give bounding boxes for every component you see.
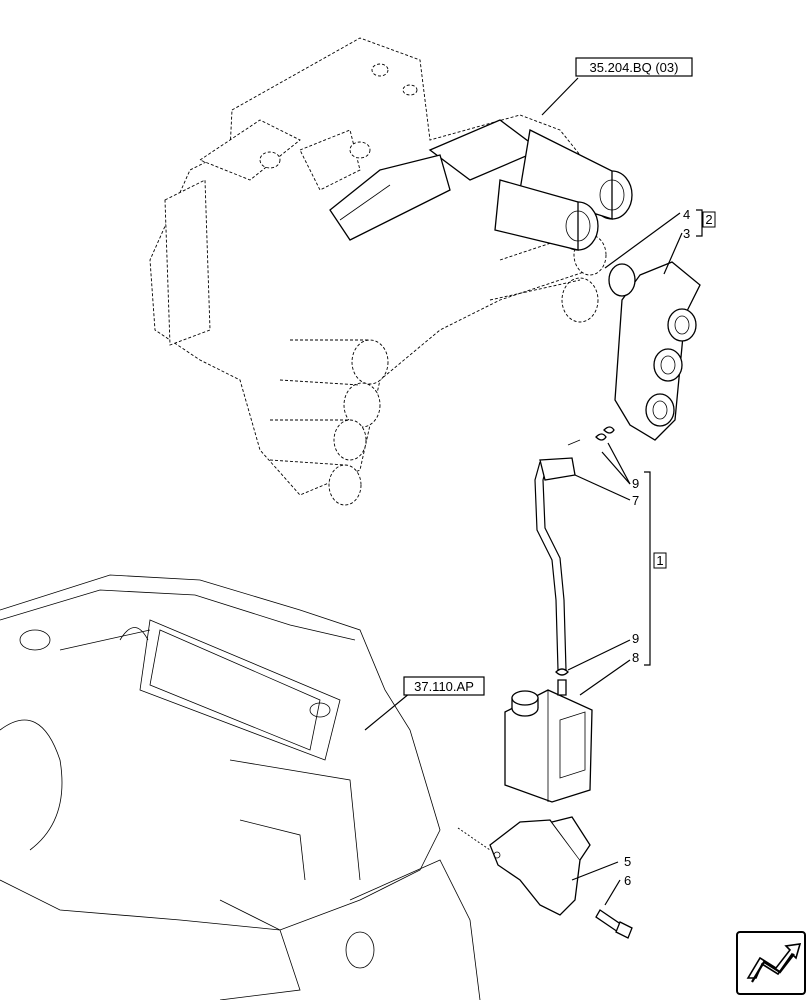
housing-reference-text: 37.110.AP: [414, 679, 474, 694]
housing-ref-leader: [364, 692, 411, 731]
leader-4: [604, 212, 681, 269]
group-bracket-1: [644, 471, 651, 666]
next-page-arrow-icon[interactable]: [736, 931, 806, 995]
callout-5: 5: [624, 854, 631, 869]
callout-2-box: 2: [702, 211, 716, 228]
callout-7: 7: [632, 493, 639, 508]
valve-block-ghost: [149, 37, 607, 506]
callout-1: 1: [656, 553, 663, 568]
callout-3: 3: [683, 226, 690, 241]
callout-6: 6: [624, 873, 631, 888]
callout-2: 2: [705, 212, 712, 227]
valve-ref-leader: [541, 77, 579, 116]
bolt: [595, 909, 633, 939]
callout-8: 8: [632, 650, 639, 665]
callout-1-box: 1: [653, 552, 667, 569]
valve-reference-text: 35.204.BQ (03): [590, 60, 679, 75]
callout-9-bottom: 9: [632, 631, 639, 646]
housing-reference-box[interactable]: 37.110.AP: [403, 676, 485, 696]
leader-9b: [601, 451, 631, 485]
reservoir-bottle: [504, 679, 593, 803]
o-ring: [608, 263, 636, 297]
callout-4: 4: [683, 207, 690, 222]
bracket-leader-dash: [457, 827, 491, 851]
drain-pipe: [534, 439, 581, 671]
leader-6: [604, 879, 621, 906]
mounting-bracket: [489, 816, 591, 916]
leader-8: [579, 659, 631, 696]
hose-clamps: [555, 426, 615, 676]
valve-reference-box[interactable]: 35.204.BQ (03): [575, 57, 693, 77]
callout-9-top: 9: [632, 476, 639, 491]
port-bracket: [614, 261, 701, 441]
leader-3: [663, 232, 683, 275]
leader-7: [574, 474, 631, 501]
transmission-housing-ghost: [0, 574, 481, 1000]
leader-5: [571, 861, 619, 881]
coupler-assembly: [329, 119, 633, 251]
group-bracket-2: [696, 209, 703, 237]
leader-9c: [567, 639, 631, 671]
leader-9a: [607, 442, 631, 485]
